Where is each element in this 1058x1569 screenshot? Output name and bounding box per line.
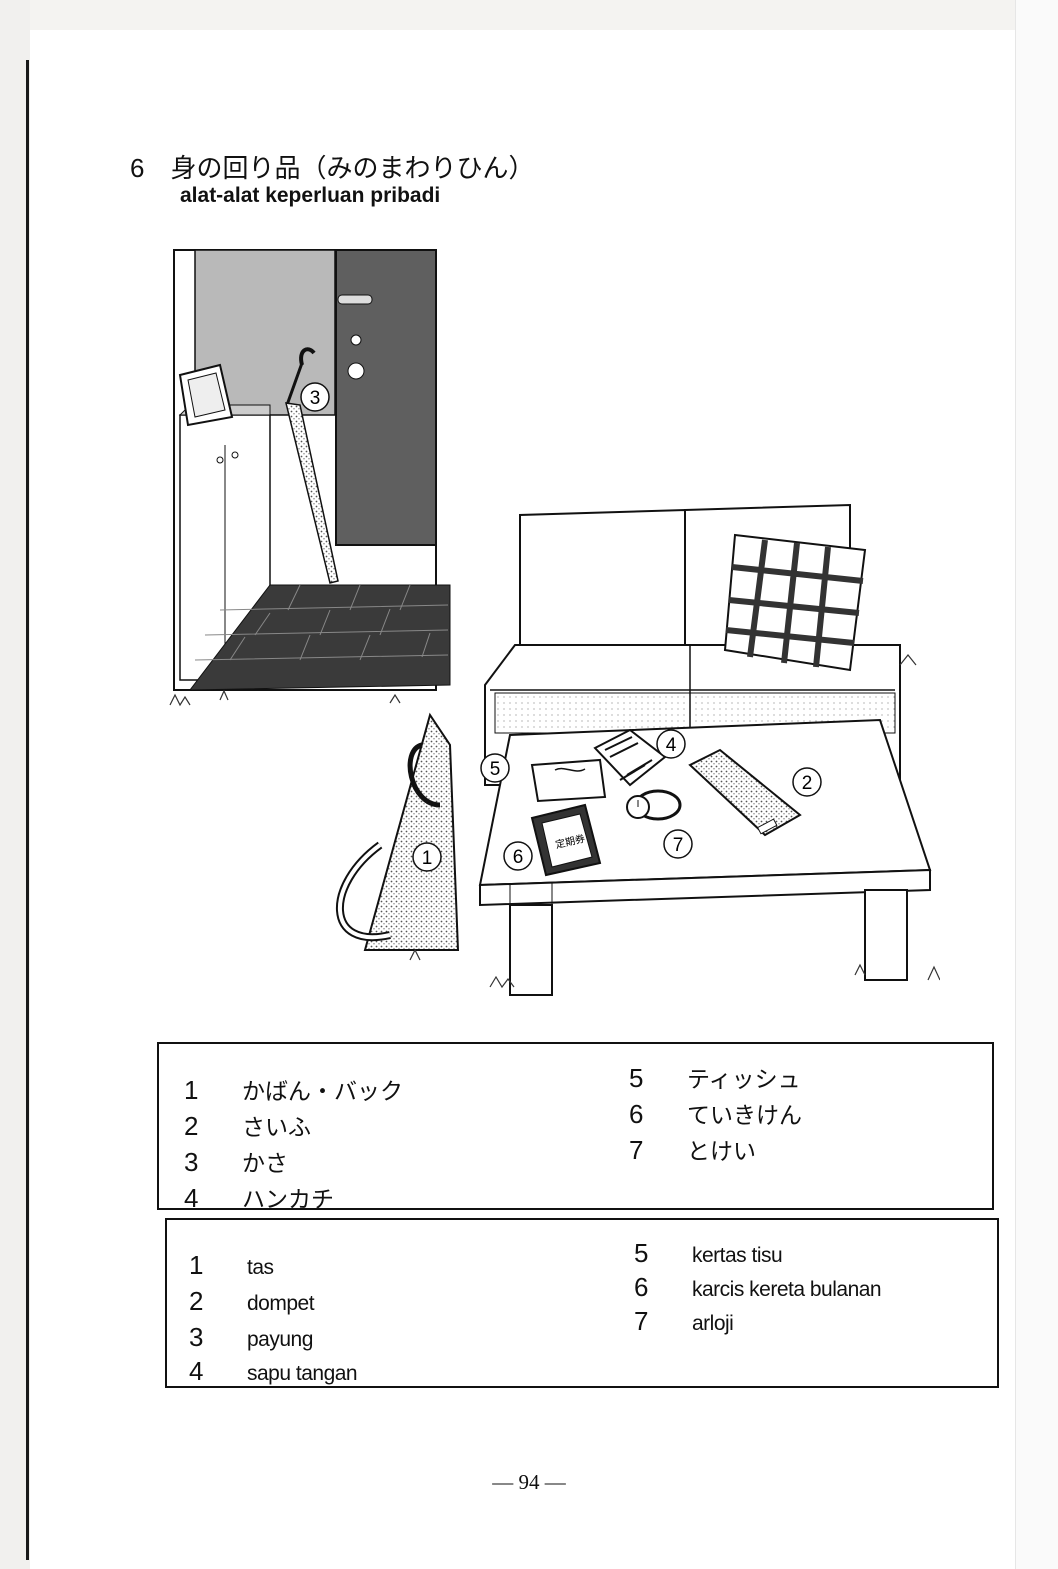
svg-text:7: 7	[673, 835, 684, 856]
vocab-term: かばん・バック	[242, 1079, 403, 1105]
page-edge-top	[0, 0, 1058, 30]
vocab-term: かさ	[242, 1151, 288, 1177]
vocab-jp-item: 7 とけい	[629, 1132, 756, 1166]
svg-text:4: 4	[666, 735, 677, 756]
svg-text:5: 5	[490, 759, 501, 780]
section-heading: 6 身の回り品（みのまわりひん）	[130, 148, 534, 185]
vocab-term: ハンカチ	[242, 1187, 334, 1213]
vocab-term: とけい	[687, 1139, 756, 1165]
door	[335, 249, 437, 546]
vocab-box-japanese: 1 かばん・バック 2 さいふ 3 かさ 4 ハンカチ 5 ティッシュ 6 てい…	[157, 1042, 994, 1213]
vocab-id-item: 1 tas	[189, 1250, 274, 1281]
umbrella	[285, 347, 339, 584]
callout-6: 6	[503, 841, 533, 871]
callout-3: 3	[300, 382, 330, 412]
page-number: — 94 —	[492, 1470, 566, 1494]
tissue-pack	[530, 758, 607, 803]
vocab-number: 2	[184, 1111, 199, 1141]
vocab-id-item: 5 kertas tisu	[634, 1238, 783, 1269]
vocab-id-item: 7 arloji	[634, 1306, 734, 1337]
section-number: 6	[130, 153, 145, 183]
vocab-id-item: 2 dompet	[189, 1286, 315, 1317]
vocab-number: 2	[189, 1286, 204, 1316]
vocab-number: 5	[634, 1238, 649, 1268]
grass	[169, 654, 940, 989]
vocab-term: tas	[247, 1256, 274, 1279]
section-title-indonesian: alat-alat keperluan pribadi	[180, 184, 441, 207]
vocab-id-item: 4 sapu tangan	[189, 1356, 358, 1387]
vocab-id-item: 3 payung	[189, 1322, 313, 1353]
svg-text:1: 1	[422, 848, 433, 869]
callout-1: 1	[412, 842, 442, 872]
vocab-jp-item: 6 ていきけん	[629, 1096, 802, 1130]
wallet	[688, 748, 802, 837]
vocab-term: ティッシュ	[687, 1067, 801, 1093]
vocab-term: ていきけん	[687, 1103, 802, 1129]
bag	[335, 712, 460, 951]
vocab-number: 4	[189, 1356, 204, 1386]
vocab-number: 7	[629, 1135, 644, 1165]
vocab-number: 3	[184, 1147, 199, 1177]
callout-4: 4	[656, 729, 686, 759]
vocab-number: 1	[184, 1075, 199, 1105]
vocab-term: dompet	[247, 1292, 315, 1315]
svg-text:3: 3	[310, 388, 321, 409]
vocab-term: payung	[247, 1328, 313, 1351]
vocab-number: 6	[634, 1272, 649, 1302]
page-edge-left	[0, 0, 30, 1569]
svg-text:6: 6	[513, 847, 524, 868]
cushion	[723, 533, 867, 672]
callout-2: 2	[792, 767, 822, 797]
door-handle	[337, 294, 373, 305]
vocab-number: 6	[629, 1099, 644, 1129]
vocab-term: karcis kereta bulanan	[692, 1278, 882, 1301]
vocab-term: arloji	[692, 1312, 734, 1335]
callouts: 1 2 3 4 5 6 7	[300, 382, 822, 872]
vocab-term: さいふ	[242, 1115, 311, 1141]
vocab-jp-item: 1 かばん・バック	[184, 1072, 403, 1106]
vocab-term: sapu tangan	[247, 1362, 358, 1385]
vocab-number: 4	[184, 1183, 199, 1213]
vocab-jp-item: 2 さいふ	[184, 1108, 311, 1142]
section-title-japanese: 身の回り品（みのまわりひん）	[170, 154, 535, 184]
vocab-jp-item: 4 ハンカチ	[184, 1180, 334, 1214]
svg-text:2: 2	[802, 773, 813, 794]
vocab-jp-item: 5 ティッシュ	[629, 1060, 801, 1094]
commuter-pass: 定期券	[530, 803, 602, 877]
vocab-number: 7	[634, 1306, 649, 1336]
entry-floor-tiles	[188, 584, 451, 691]
illustration: 定期券 1 2 3 4 5 6	[169, 249, 940, 996]
page-edge-right	[1015, 0, 1058, 1569]
callout-5: 5	[480, 753, 510, 783]
vocab-number: 5	[629, 1063, 644, 1093]
vocab-id-item: 6 karcis kereta bulanan	[634, 1272, 882, 1303]
vocab-number: 1	[189, 1250, 204, 1280]
vocab-jp-item: 3 かさ	[184, 1144, 288, 1178]
watch	[626, 789, 682, 821]
margin-line	[26, 60, 29, 1560]
callout-7: 7	[663, 829, 693, 859]
vocab-box-indonesian: 1 tas 2 dompet 3 payung 4 sapu tangan 5 …	[165, 1218, 999, 1388]
vocab-number: 3	[189, 1322, 204, 1352]
vocab-term: kertas tisu	[692, 1244, 783, 1267]
